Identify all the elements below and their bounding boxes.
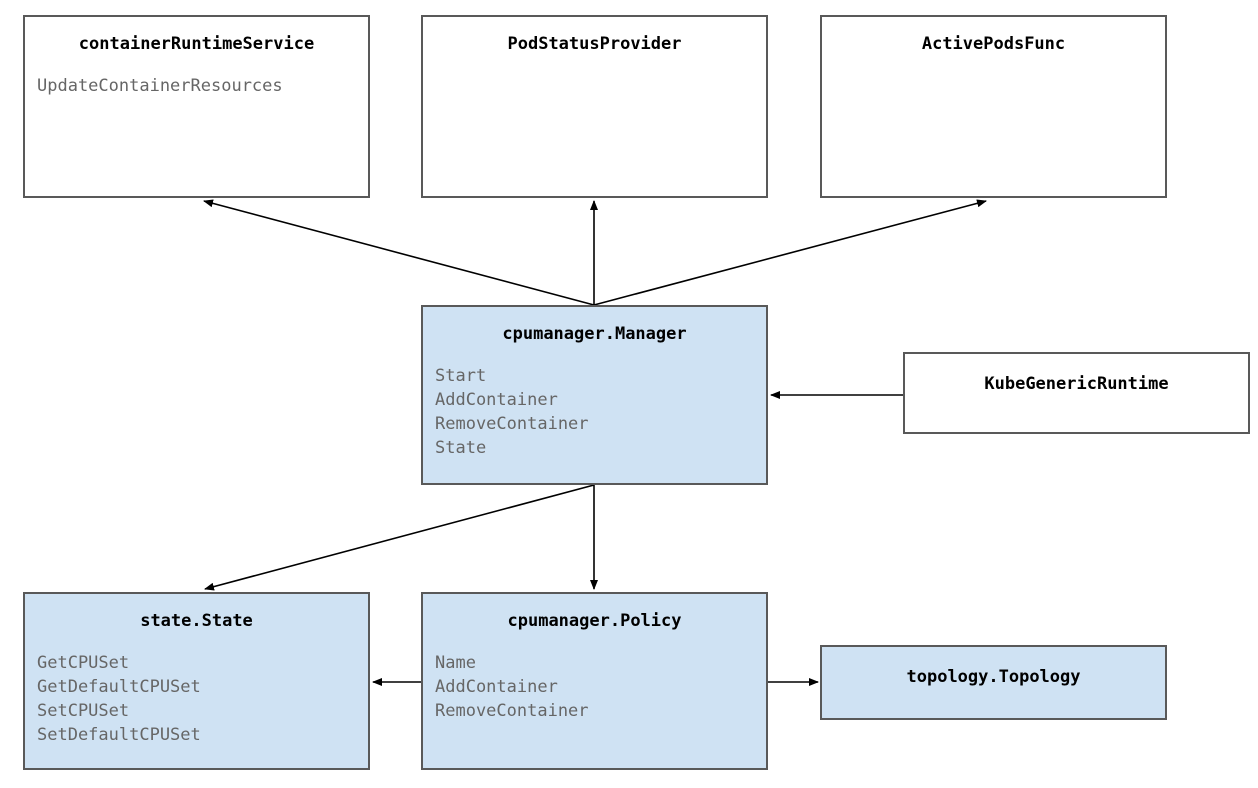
node-cpumanager-policy[interactable]: cpumanager.Policy Name AddContainer Remo…	[421, 592, 768, 770]
member-item: GetDefaultCPUSet	[37, 677, 201, 697]
node-members: GetCPUSet GetDefaultCPUSet SetCPUSet Set…	[25, 651, 368, 747]
node-state-state[interactable]: state.State GetCPUSet GetDefaultCPUSet S…	[23, 592, 370, 770]
member-item: Start	[435, 366, 487, 386]
node-title: state.State	[140, 611, 253, 631]
member-item: State	[435, 438, 487, 458]
node-title: KubeGenericRuntime	[984, 374, 1169, 394]
node-title: cpumanager.Policy	[507, 611, 682, 631]
edge-manager-to-state	[204, 484, 595, 591]
node-members: UpdateContainerResources	[25, 74, 368, 98]
member-item: AddContainer	[435, 390, 558, 410]
edge-manager-to-activepodsfunc	[593, 199, 987, 306]
node-cpumanager-manager[interactable]: cpumanager.Manager Start AddContainer Re…	[421, 305, 768, 485]
node-activepodsfunc[interactable]: ActivePodsFunc	[820, 15, 1167, 198]
node-podstatusprovider[interactable]: PodStatusProvider	[421, 15, 768, 198]
member-item: RemoveContainer	[435, 701, 589, 721]
node-kubegenericruntime[interactable]: KubeGenericRuntime	[903, 352, 1250, 434]
member-item: SetCPUSet	[37, 701, 130, 721]
node-title: cpumanager.Manager	[502, 324, 687, 344]
edge-manager-to-containerruntimeservice	[203, 199, 595, 306]
node-title: ActivePodsFunc	[921, 34, 1066, 54]
node-title: containerRuntimeService	[78, 34, 315, 54]
member-item: SetDefaultCPUSet	[37, 725, 201, 745]
node-topology-topology[interactable]: topology.Topology	[820, 645, 1167, 720]
node-members: Start AddContainer RemoveContainer State	[423, 364, 766, 460]
member-item: RemoveContainer	[435, 414, 589, 434]
node-title: topology.Topology	[906, 667, 1081, 687]
member-item: UpdateContainerResources	[37, 76, 283, 96]
node-members: Name AddContainer RemoveContainer	[423, 651, 766, 723]
member-item: Name	[435, 653, 476, 673]
member-item: GetCPUSet	[37, 653, 130, 673]
node-containerruntimeservice[interactable]: containerRuntimeService UpdateContainerR…	[23, 15, 370, 198]
node-title: PodStatusProvider	[507, 34, 682, 54]
member-item: AddContainer	[435, 677, 558, 697]
